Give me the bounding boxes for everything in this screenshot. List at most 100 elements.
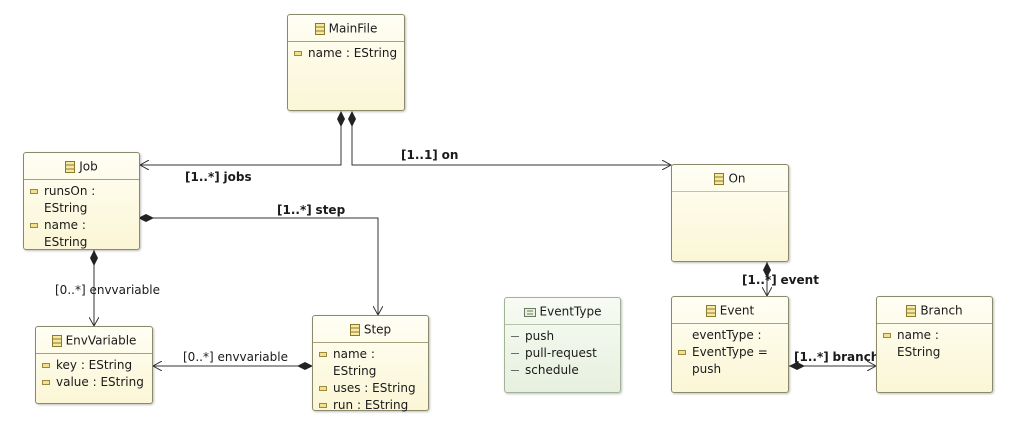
attribute-icon	[678, 350, 686, 355]
attribute-icon	[883, 333, 891, 338]
attribute-row[interactable]: name : EString	[883, 327, 986, 361]
ref-label-branch: [1..*] branch	[794, 350, 879, 364]
attribute-text: runsOn : EString	[44, 184, 96, 215]
literal-icon	[511, 370, 519, 371]
class-step-header: Step	[313, 316, 428, 343]
ref-branch-mult: [1..*]	[794, 350, 829, 364]
ref-step-env-name: envvariable	[217, 350, 288, 364]
edge-on[interactable]	[348, 111, 671, 165]
class-branch-header: Branch	[877, 297, 992, 324]
attribute-row[interactable]: eventType : EventType = push	[678, 327, 782, 378]
class-on[interactable]: On	[671, 164, 789, 262]
edge-branch[interactable]	[789, 362, 876, 370]
attribute-text: key : EString	[56, 358, 133, 372]
ref-step-name: step	[315, 203, 346, 217]
class-envvariable-header: EnvVariable	[36, 327, 152, 354]
attribute-row[interactable]: value : EString	[42, 374, 146, 391]
attribute-icon	[294, 51, 302, 56]
class-step-name: Step	[363, 322, 392, 337]
attribute-icon	[42, 363, 50, 368]
ref-jobs-mult: [1..*]	[185, 170, 220, 184]
eclass-icon	[314, 22, 325, 35]
ref-branch-name: branch	[832, 350, 880, 364]
edge-step[interactable]	[138, 214, 378, 315]
attribute-text: uses : EString	[333, 381, 416, 395]
attribute-text: value : EString	[56, 375, 144, 389]
ref-job-env-mult: [0..*]	[55, 283, 86, 297]
attribute-icon	[30, 189, 38, 194]
ref-event-name: event	[780, 273, 819, 287]
attribute-icon	[319, 352, 327, 357]
attribute-row[interactable]: key : EString	[42, 357, 146, 374]
attribute-icon	[30, 223, 38, 228]
eenum-icon	[523, 307, 536, 317]
class-job-header: Job	[24, 153, 139, 180]
edge-jobs[interactable]	[140, 111, 345, 165]
class-branch[interactable]: Branch name : EString	[876, 296, 993, 393]
literal-text: push	[525, 329, 555, 343]
eclass-icon	[714, 172, 725, 185]
attribute-text: run : EString	[333, 398, 409, 412]
class-mainfile[interactable]: MainFile name : EString	[287, 14, 405, 111]
class-mainfile-header: MainFile	[288, 15, 404, 42]
ref-label-job-envvariable: [0..*] envvariable	[55, 283, 160, 297]
literal-row[interactable]: pull-request	[511, 345, 614, 362]
class-event-header: Event	[672, 297, 788, 324]
attribute-row[interactable]: name : EString	[319, 346, 422, 380]
literal-row[interactable]: schedule	[511, 362, 614, 379]
ref-step-mult: [1..*]	[277, 203, 312, 217]
ref-label-on: [1..1] on	[401, 148, 458, 162]
ref-label-event: [1..*] event	[742, 273, 819, 287]
attribute-text: name : EString	[44, 218, 88, 249]
attribute-text: name : EString	[308, 46, 398, 60]
eclass-icon	[705, 304, 716, 317]
edge-step-envvariable[interactable]	[153, 362, 313, 370]
eclass-icon	[51, 334, 62, 347]
edge-job-envvariable[interactable]	[90, 250, 98, 326]
ref-job-env-name: envvariable	[89, 283, 160, 297]
ref-step-env-mult: [0..*]	[183, 350, 214, 364]
ref-jobs-name: jobs	[223, 170, 252, 184]
attribute-row[interactable]: run : EString	[319, 397, 422, 414]
attribute-icon	[319, 403, 327, 408]
class-on-header: On	[672, 165, 788, 192]
edge-event[interactable]	[763, 262, 771, 296]
literal-row[interactable]: push	[511, 328, 614, 345]
class-event-name: Event	[719, 303, 755, 318]
ref-label-step-envvariable: [0..*] envvariable	[183, 350, 288, 364]
class-mainfile-name: MainFile	[328, 21, 378, 36]
enum-eventtype[interactable]: EventType push pull-request schedule	[504, 297, 621, 393]
enum-eventtype-header: EventType	[505, 298, 620, 325]
attribute-text: name : EString	[333, 347, 377, 378]
ref-on-mult: [1..1]	[401, 148, 438, 162]
ref-label-jobs: [1..*] jobs	[185, 170, 252, 184]
class-job[interactable]: Job runsOn : EString name : EString	[23, 152, 140, 250]
attribute-text: name : EString	[897, 328, 941, 359]
class-envvariable[interactable]: EnvVariable key : EString value : EStrin…	[35, 326, 153, 404]
literal-icon	[511, 353, 519, 354]
eclass-icon	[349, 323, 360, 336]
class-on-name: On	[728, 171, 746, 186]
literal-text: schedule	[525, 363, 579, 377]
attribute-text: eventType : EventType = push	[692, 328, 768, 376]
eclass-icon	[65, 160, 76, 173]
attribute-icon	[42, 380, 50, 385]
ref-label-step: [1..*] step	[277, 203, 345, 217]
eclass-icon	[906, 304, 917, 317]
ref-event-mult: [1..*]	[742, 273, 777, 287]
literal-icon	[511, 336, 519, 337]
class-envvariable-name: EnvVariable	[65, 333, 137, 348]
attribute-row[interactable]: name : EString	[30, 217, 133, 251]
attribute-row[interactable]: runsOn : EString	[30, 183, 133, 217]
attribute-row[interactable]: uses : EString	[319, 380, 422, 397]
literal-text: pull-request	[525, 346, 597, 360]
class-branch-name: Branch	[920, 303, 963, 318]
enum-eventtype-name: EventType	[539, 304, 602, 319]
class-event[interactable]: Event eventType : EventType = push	[671, 296, 789, 393]
ref-on-name: on	[441, 148, 459, 162]
attribute-row[interactable]: name : EString	[294, 45, 398, 62]
class-step[interactable]: Step name : EString uses : EString run :…	[312, 315, 429, 414]
attribute-icon	[319, 386, 327, 391]
